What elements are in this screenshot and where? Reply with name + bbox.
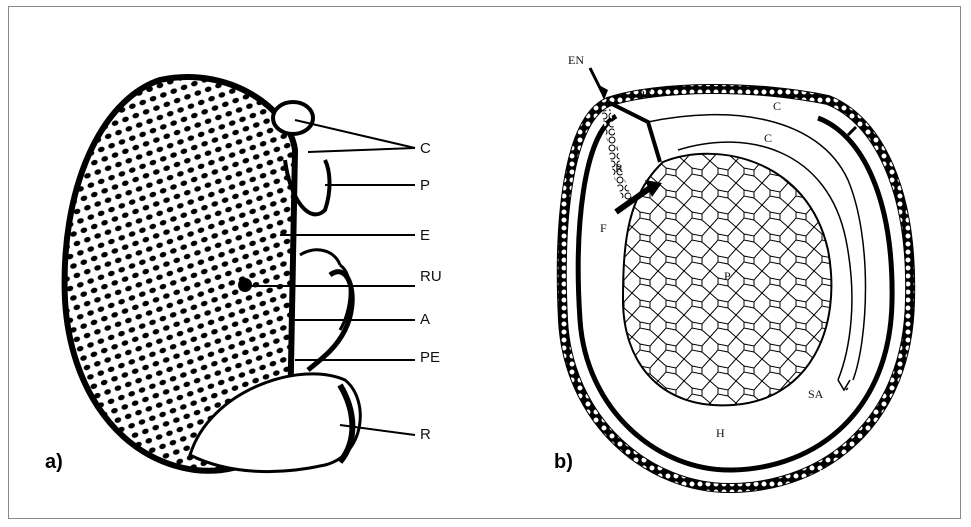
label-r: R bbox=[615, 161, 623, 175]
label-pe: PE bbox=[638, 87, 652, 101]
seed-exterior-drawing: C P E RU A PE R a) bbox=[40, 60, 480, 500]
label-r: R bbox=[420, 426, 431, 443]
label-h: H bbox=[716, 426, 725, 440]
label-e: E bbox=[420, 227, 430, 244]
label-p: P bbox=[420, 177, 430, 194]
seed-section-drawing: EN PE C C R F P SA H b) bbox=[528, 40, 930, 500]
scale-bar bbox=[820, 470, 915, 490]
label-sa: SA bbox=[808, 387, 824, 401]
label-c-inner: C bbox=[764, 131, 772, 145]
panel-a-tag: a) bbox=[45, 451, 63, 473]
panel-b-tag: b) bbox=[554, 451, 573, 473]
label-c: C bbox=[420, 140, 431, 157]
panel-b: EN PE C C R F P SA H b) bbox=[528, 40, 930, 500]
label-en: EN bbox=[568, 53, 584, 67]
label-f: F bbox=[600, 221, 607, 235]
label-ru: RU bbox=[420, 268, 442, 285]
label-pe: PE bbox=[420, 349, 440, 366]
label-c-outer: C bbox=[773, 99, 781, 113]
label-a: A bbox=[420, 311, 430, 328]
label-p: P bbox=[724, 269, 731, 283]
panel-a: C P E RU A PE R a) bbox=[40, 60, 480, 500]
caruncle bbox=[273, 102, 313, 134]
